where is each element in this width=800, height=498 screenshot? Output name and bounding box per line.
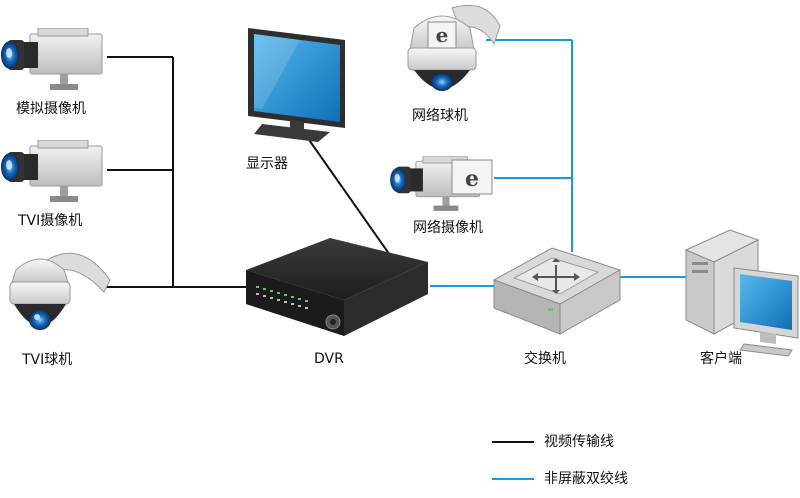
label-monitor: 显示器 xyxy=(246,156,288,172)
label-dvr: DVR xyxy=(314,351,344,367)
label-tvi-camera: TVI摄像机 xyxy=(18,213,83,229)
network-camera-icon: e xyxy=(389,156,493,212)
network-lines xyxy=(430,39,690,287)
label-client: 客户端 xyxy=(700,351,742,367)
video-lines xyxy=(100,56,393,288)
dvr-icon xyxy=(246,238,428,336)
network-dome-icon: e xyxy=(407,4,501,91)
ie-icon-2: e xyxy=(465,166,479,192)
label-tvi-dome: TVI球机 xyxy=(22,352,73,368)
monitor-icon xyxy=(248,28,345,142)
label-analog-camera: 模拟摄像机 xyxy=(16,101,86,117)
pc-icon xyxy=(684,229,799,357)
legend xyxy=(492,441,534,480)
tvi-camera-icon xyxy=(0,140,103,203)
tvi-dome-icon xyxy=(9,252,111,330)
label-switch: 交换机 xyxy=(524,351,566,367)
video-line-monitor xyxy=(299,126,393,259)
legend-label-network: 非屏蔽双绞线 xyxy=(544,471,628,487)
ie-icon: e xyxy=(436,23,449,47)
label-network-dome: 网络球机 xyxy=(412,108,468,124)
analog-camera-icon xyxy=(0,28,103,91)
legend-label-video: 视频传输线 xyxy=(544,434,614,450)
switch-icon xyxy=(492,247,622,335)
label-network-camera: 网络摄像机 xyxy=(413,220,483,236)
